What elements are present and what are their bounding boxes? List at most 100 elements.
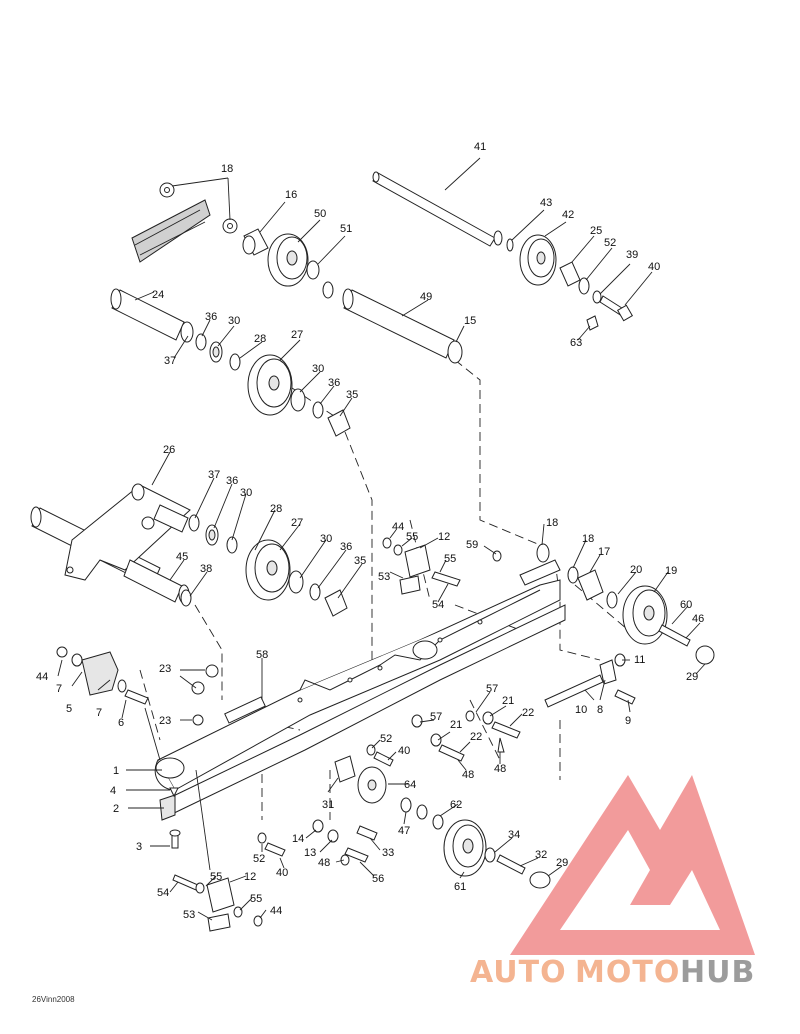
callout-10: 10 — [575, 704, 587, 716]
callout-39: 39 — [626, 249, 638, 261]
callout-48: 48 — [318, 857, 330, 869]
shaft-49 — [342, 288, 463, 364]
upper-wheel-27-group — [195, 333, 351, 437]
callout-34: 34 — [508, 829, 520, 841]
callout-41: 41 — [474, 141, 486, 153]
callout-58: 58 — [256, 649, 268, 661]
callout-32: 32 — [535, 849, 547, 861]
callout-3: 3 — [136, 841, 142, 853]
callout-23: 23 — [159, 663, 171, 675]
block-12-upper — [382, 537, 502, 595]
callout-55: 55 — [210, 871, 222, 883]
callout-44: 44 — [36, 671, 48, 683]
callout-12: 12 — [438, 531, 450, 543]
callout-55: 55 — [250, 893, 262, 905]
callout-20: 20 — [630, 564, 642, 576]
callout-22: 22 — [522, 707, 534, 719]
callout-31: 31 — [322, 799, 334, 811]
callout-63: 63 — [570, 337, 582, 349]
callout-21: 21 — [502, 695, 514, 707]
main-rail — [154, 559, 566, 821]
callout-26: 26 — [163, 444, 175, 456]
callout-13: 13 — [304, 847, 316, 859]
block-12-lower — [169, 787, 263, 932]
upper-left-bracket — [131, 182, 238, 263]
callout-54: 54 — [432, 599, 444, 611]
callout-15: 15 — [464, 315, 476, 327]
callout-38: 38 — [200, 563, 212, 575]
callout-16: 16 — [285, 189, 297, 201]
callout-7: 7 — [56, 683, 62, 695]
callout-64: 64 — [404, 779, 416, 791]
upper-left-wheel-group — [242, 228, 334, 299]
callout-52: 52 — [253, 853, 265, 865]
shaft-41 — [372, 171, 514, 252]
watermark-logo: AUTO MOTO HUB — [470, 775, 755, 990]
pivot-arm-26 — [30, 483, 191, 604]
callout-51: 51 — [340, 223, 352, 235]
callout-53: 53 — [378, 571, 390, 583]
callout-7: 7 — [96, 707, 102, 719]
callout-53: 53 — [183, 909, 195, 921]
callout-36: 36 — [328, 377, 340, 389]
callout-18: 18 — [582, 533, 594, 545]
callout-43: 43 — [540, 197, 552, 209]
callout-30: 30 — [320, 533, 332, 545]
callout-44: 44 — [270, 905, 282, 917]
callout-44: 44 — [392, 521, 404, 533]
callout-27: 27 — [291, 517, 303, 529]
callout-18: 18 — [221, 163, 233, 175]
callout-40: 40 — [648, 261, 660, 273]
callout-30: 30 — [228, 315, 240, 327]
callout-9: 9 — [625, 715, 631, 727]
callout-8: 8 — [597, 704, 603, 716]
callout-46: 46 — [692, 613, 704, 625]
callout-30: 30 — [240, 487, 252, 499]
callout-5: 5 — [66, 703, 72, 715]
callout-36: 36 — [226, 475, 238, 487]
lower-left-slider-group — [56, 646, 219, 726]
callout-18: 18 — [546, 517, 558, 529]
watermark-brand-part3: HUB — [680, 955, 755, 990]
leader-lines — [57, 157, 706, 921]
callout-52: 52 — [604, 237, 616, 249]
callout-25: 25 — [590, 225, 602, 237]
callout-4: 4 — [110, 785, 116, 797]
callout-11: 11 — [634, 654, 645, 666]
callout-52: 52 — [380, 733, 392, 745]
callout-21: 21 — [450, 719, 462, 731]
callout-48: 48 — [462, 769, 474, 781]
reference-code: 26Vinn2008 — [32, 995, 75, 1004]
lower-wheel-61-group — [334, 744, 551, 889]
callout-12: 12 — [244, 871, 256, 883]
callout-48: 48 — [494, 763, 506, 775]
callout-28: 28 — [254, 333, 266, 345]
watermark-brand-part1: AUTO — [470, 955, 567, 990]
callout-55: 55 — [406, 531, 418, 543]
callout-14: 14 — [292, 833, 304, 845]
callout-56: 56 — [372, 873, 384, 885]
watermark-brand-part2: MOTO — [575, 955, 680, 990]
callout-57: 57 — [430, 711, 442, 723]
callout-27: 27 — [291, 329, 303, 341]
callout-60: 60 — [680, 599, 692, 611]
callout-37: 37 — [208, 469, 220, 481]
callout-24: 24 — [152, 289, 164, 301]
lower-fastener-group — [257, 710, 521, 866]
callout-30: 30 — [312, 363, 324, 375]
callout-36: 36 — [340, 541, 352, 553]
right-wheel-19-group — [536, 543, 715, 708]
callout-61: 61 — [454, 881, 466, 893]
callout-22: 22 — [470, 731, 482, 743]
callout-40: 40 — [276, 867, 288, 879]
callout-54: 54 — [157, 887, 169, 899]
upper-right-wheel-group — [519, 234, 634, 331]
callout-40: 40 — [398, 745, 410, 757]
callout-28: 28 — [270, 503, 282, 515]
callout-47: 47 — [398, 825, 410, 837]
callout-23: 23 — [159, 715, 171, 727]
callout-49: 49 — [420, 291, 432, 303]
callout-17: 17 — [598, 546, 610, 558]
